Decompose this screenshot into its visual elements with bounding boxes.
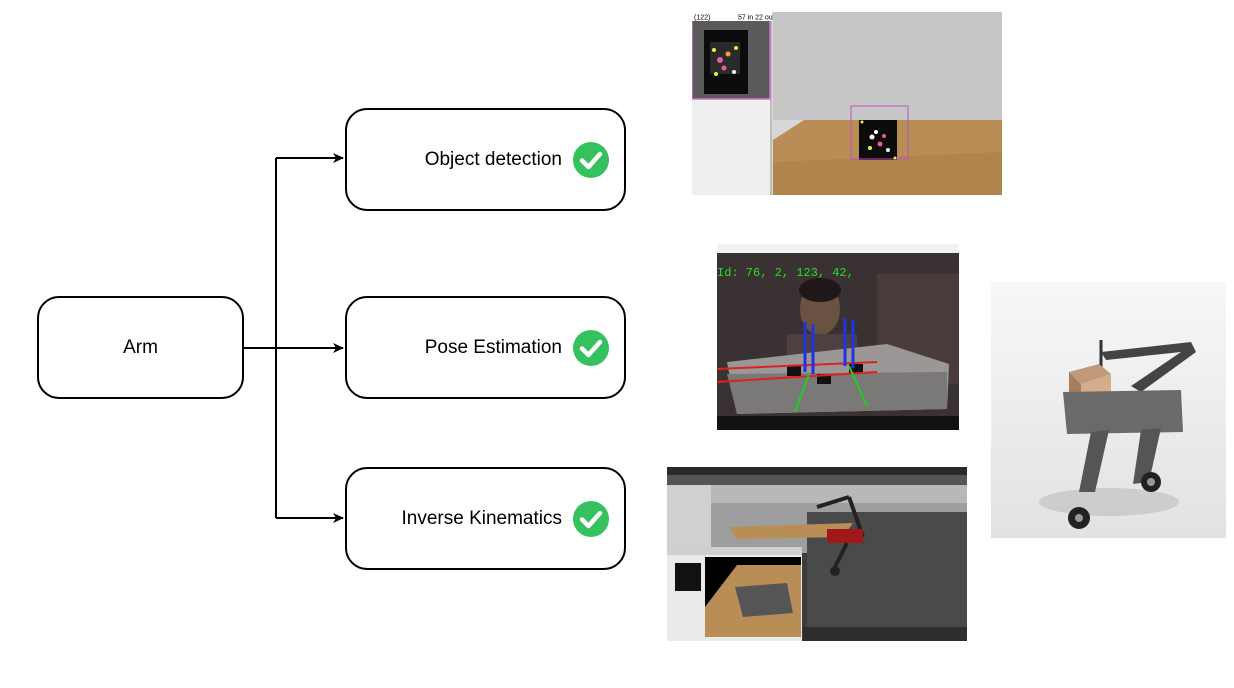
pose-estimation-screenshot: Id: 76, 2, 123, 42,	[717, 244, 959, 430]
arm-node: Arm	[37, 296, 244, 399]
object-detection-screenshot: (122) 57 in 22 out	[692, 12, 1002, 195]
pose-estimation-label: Pose Estimation	[424, 336, 562, 358]
inverse-kinematics-label: Inverse Kinematics	[401, 507, 562, 529]
inverse-kinematics-screenshot	[667, 467, 967, 641]
check-circle-icon	[573, 329, 609, 366]
arm-label: Arm	[123, 336, 158, 358]
object-detection-label: Object detection	[424, 148, 562, 170]
cad-render-image	[991, 282, 1226, 538]
object-detection-node: Object detection	[345, 108, 626, 211]
check-circle-icon	[573, 141, 609, 178]
pose-estimation-node: Pose Estimation	[345, 296, 626, 399]
pose-marker-ids: Id: 76, 2, 123, 42,	[717, 266, 854, 280]
detection-count-right: 57 in 22 out	[738, 15, 775, 22]
inverse-kinematics-node: Inverse Kinematics	[345, 467, 626, 570]
check-circle-icon	[573, 500, 609, 537]
detection-count-left: (122)	[694, 15, 710, 22]
